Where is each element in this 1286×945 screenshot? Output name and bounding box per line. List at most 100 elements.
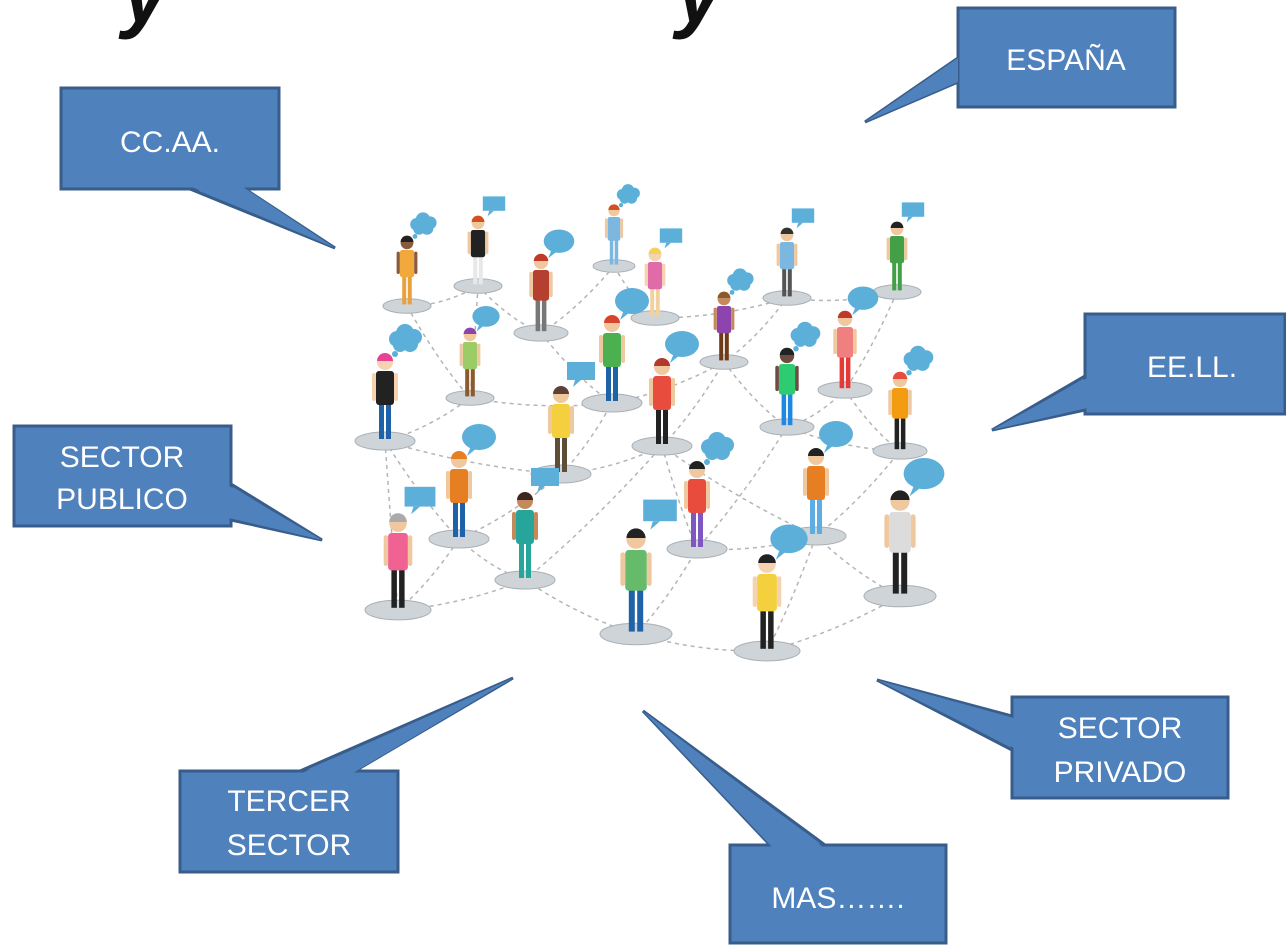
person-leg (519, 542, 524, 578)
person-leg (541, 298, 547, 332)
person-base-disc (599, 622, 673, 646)
thought-cloud-icon (790, 321, 821, 352)
person-figure (428, 424, 496, 549)
person-arm (396, 251, 400, 274)
cloud-dot (704, 459, 710, 465)
callout-pointer-fill (192, 187, 335, 248)
person-base-disc (817, 381, 873, 399)
person-base-disc (733, 640, 801, 662)
speech-bubble-tail (620, 310, 630, 320)
person-torso (607, 217, 621, 241)
person-arm (776, 576, 782, 607)
callout-pointer-fill (302, 678, 513, 773)
callout-pointer-fill (643, 711, 823, 847)
cloud-dot (729, 290, 735, 295)
person-arm (776, 243, 780, 266)
person-torso (647, 262, 663, 290)
person-base-disc (494, 570, 556, 590)
person-arm (485, 231, 489, 254)
speech-bubble-icon (482, 196, 506, 211)
person-base-disc (863, 584, 937, 608)
person-arm (468, 471, 472, 499)
callout-label-line2: PUBLICO (56, 483, 188, 516)
person-figure (445, 306, 500, 406)
person-leg (817, 498, 822, 534)
person-leg (473, 255, 478, 285)
speech-bubble-icon (404, 486, 436, 507)
person-arm (621, 335, 625, 363)
person-figure (530, 362, 595, 484)
speech-bubble-icon (472, 306, 500, 327)
person-torso (450, 469, 468, 503)
person-torso (653, 376, 671, 410)
person-leg (810, 498, 815, 534)
speech-bubble-tail (411, 506, 420, 515)
person-arm (414, 251, 418, 274)
person-hair (808, 448, 824, 456)
person-hair (533, 253, 549, 261)
person-leg (526, 542, 531, 578)
person-base-disc (354, 431, 416, 451)
person-leg (691, 511, 696, 547)
person-arm (446, 471, 450, 499)
person-torso (516, 510, 534, 544)
person-base-disc (513, 324, 569, 342)
person-hair (553, 386, 569, 394)
cloud-dot (793, 346, 799, 352)
person-leg (478, 255, 483, 285)
person-hair (400, 235, 414, 242)
speech-bubble-icon (819, 421, 853, 447)
cloud-puff (393, 338, 407, 352)
person-torso (807, 466, 825, 500)
cloud-dot (618, 203, 624, 208)
person-torso (470, 230, 486, 258)
person-base-disc (666, 539, 728, 559)
person-arm (649, 378, 653, 406)
people-group (354, 184, 945, 662)
cloud-dot (392, 351, 398, 357)
speech-bubble-tail (487, 210, 494, 217)
person-arm (459, 343, 463, 366)
person-arm (910, 514, 916, 548)
person-leg (402, 275, 407, 305)
person-leg (637, 588, 644, 632)
person-torso (889, 512, 911, 553)
person-leg (892, 550, 899, 594)
callout-label-line1: TERCER (227, 785, 350, 818)
person-hair (758, 554, 776, 563)
person-hair (604, 315, 620, 323)
speech-bubble-icon (903, 458, 945, 490)
person-hair (890, 221, 904, 228)
speech-bubble-icon (770, 524, 808, 554)
person-torso (889, 236, 905, 264)
person-arm (646, 552, 652, 586)
person-torso (836, 327, 854, 358)
thought-cloud-icon (727, 268, 754, 295)
title-fragment-right: y (672, 0, 727, 40)
cloud-dot (412, 234, 418, 239)
person-leg (399, 568, 405, 608)
person-arm (803, 468, 807, 496)
person-arm (775, 365, 779, 391)
thought-cloud-icon (903, 345, 934, 376)
speech-bubble-icon (791, 208, 815, 223)
person-arm (383, 535, 389, 566)
person-torso (376, 371, 394, 405)
connection-line (384, 440, 399, 611)
person-arm (604, 218, 608, 238)
person-arm (908, 389, 912, 415)
connection-line (696, 426, 788, 550)
thought-cloud-icon (616, 184, 640, 208)
person-figure (872, 345, 934, 460)
title-fragment-left: y (118, 0, 173, 40)
callout-tercer-sector: TERCER SECTOR (178, 676, 514, 874)
person-base-disc (872, 442, 928, 460)
callout-label-line2: PRIVADO (1054, 756, 1187, 789)
person-arm (888, 389, 892, 415)
person-arm (853, 328, 857, 354)
person-base-disc (759, 418, 815, 436)
person-leg (781, 392, 787, 426)
cloud-dot (906, 370, 912, 376)
person-torso (532, 270, 550, 301)
